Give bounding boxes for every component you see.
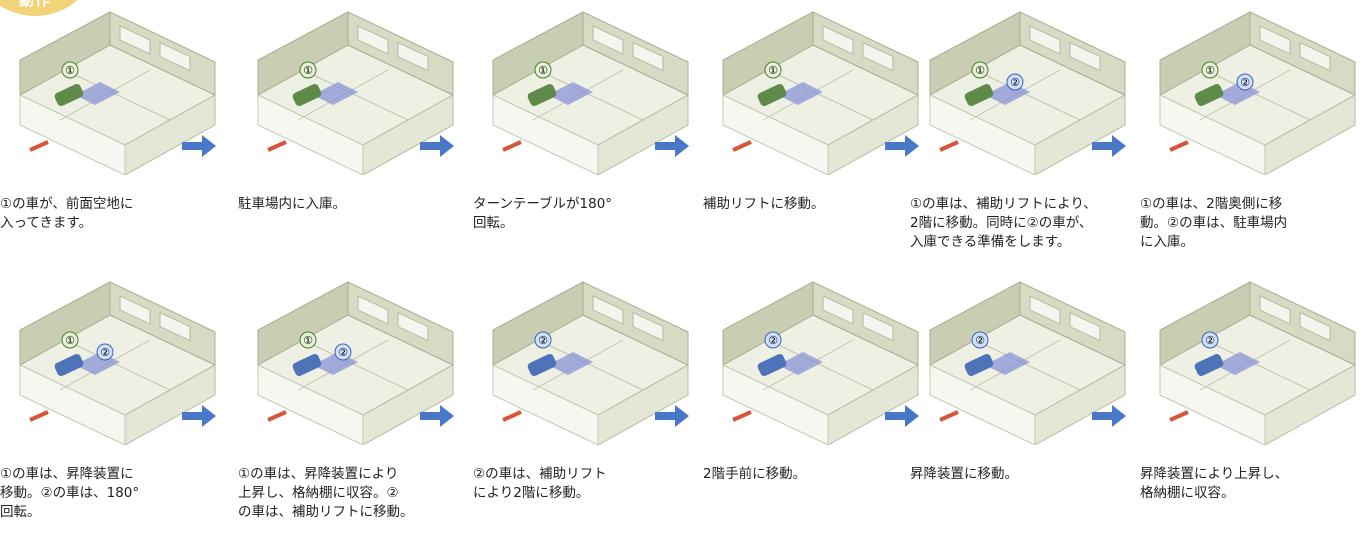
car-number-marker	[764, 61, 782, 79]
car-number-marker	[971, 331, 989, 349]
car-number-label: ②	[768, 334, 778, 347]
car-number-label: ②	[1240, 76, 1250, 89]
parking-illustration: ①	[491, 11, 690, 175]
car-number-label: ①	[65, 64, 75, 77]
car-number-marker	[971, 61, 989, 79]
car-number-marker	[61, 331, 79, 349]
car-number-marker	[299, 331, 317, 349]
car-number-marker	[534, 331, 552, 349]
car-number-marker	[1236, 73, 1254, 91]
car-number-marker	[534, 61, 552, 79]
step-caption: 駐車場内に入庫。	[238, 196, 346, 212]
step-11: ② 昇降装置に移動。	[910, 270, 1135, 530]
step-caption: ①の車は、2階奥側に移 動。②の車は、駐車場内 に入庫。	[1140, 196, 1288, 250]
car-number-marker	[299, 61, 317, 79]
parking-illustration: ②	[928, 281, 1127, 445]
step-caption: ①の車が、前面空地に 入ってきます。	[0, 196, 134, 231]
car-number-label: ①	[303, 64, 313, 77]
parking-illustration: ②	[721, 281, 920, 445]
step-1: ① ①の車が、前面空地に 入ってきます。	[0, 0, 225, 260]
parking-illustration: ①②	[928, 11, 1127, 175]
car-number-label: ②	[100, 346, 110, 359]
parking-illustration: ①②	[256, 281, 455, 445]
car-number-marker	[334, 343, 352, 361]
step-caption: 昇降装置により上昇し、 格納棚に収容。	[1140, 466, 1289, 501]
car-number-marker	[1201, 61, 1219, 79]
next-step-arrow-icon	[182, 405, 216, 427]
step-9: ② ②の車は、補助リフト により2階に移動。	[473, 270, 698, 530]
car-number-label: ①	[303, 334, 313, 347]
step-caption: ①の車は、昇降装置により 上昇し、格納棚に収容。② の車は、補助リフトに移動。	[238, 466, 414, 520]
next-step-arrow-icon	[420, 135, 454, 157]
step-caption: ②の車は、補助リフト により2階に移動。	[473, 466, 607, 501]
step-10: ② 2階手前に移動。	[703, 270, 928, 530]
car-number-label: ②	[1205, 334, 1215, 347]
car-number-marker	[96, 343, 114, 361]
step-caption: ①の車は、補助リフトにより、 2階に移動。同時に②の車が、 入庫できる準備をしま…	[910, 196, 1097, 250]
car-number-label: ②	[1010, 76, 1020, 89]
parking-illustration: ②	[491, 281, 690, 445]
step-2: ① 駐車場内に入庫。	[238, 0, 463, 260]
step-4: ① 補助リフトに移動。	[703, 0, 928, 260]
car-number-label: ①	[65, 334, 75, 347]
car-number-marker	[764, 331, 782, 349]
car-number-label: ②	[338, 346, 348, 359]
car-number-label: ②	[975, 334, 985, 347]
next-step-arrow-icon	[655, 135, 689, 157]
badge-label: 動作	[18, 0, 51, 9]
step-caption: ①の車は、昇降装置に 移動。②の車は、180° 回転。	[0, 466, 140, 520]
step-12: ② 昇降装置により上昇し、 格納棚に収容。	[1140, 270, 1365, 530]
step-caption: 補助リフトに移動。	[703, 196, 825, 212]
step-caption: 昇降装置に移動。	[910, 466, 1018, 482]
car-number-label: ①	[1205, 64, 1215, 77]
parking-illustration: ①②	[1158, 11, 1357, 175]
step-caption: 2階手前に移動。	[703, 466, 807, 482]
next-step-arrow-icon	[885, 135, 919, 157]
car-number-marker	[1201, 331, 1219, 349]
car-number-label: ①	[768, 64, 778, 77]
step-3: ① ターンテーブルが180° 回転。	[473, 0, 698, 260]
parking-illustration: ①	[256, 11, 455, 175]
next-step-arrow-icon	[1092, 405, 1126, 427]
next-step-arrow-icon	[182, 135, 216, 157]
parking-illustration: ②	[1158, 281, 1357, 445]
next-step-arrow-icon	[885, 405, 919, 427]
next-step-arrow-icon	[655, 405, 689, 427]
next-step-arrow-icon	[1092, 135, 1126, 157]
car-number-label: ②	[538, 334, 548, 347]
step-caption: ターンテーブルが180° 回転。	[473, 196, 613, 231]
car-number-marker	[61, 61, 79, 79]
car-number-marker	[1006, 73, 1024, 91]
car-number-label: ①	[538, 64, 548, 77]
parking-illustration: ①	[721, 11, 920, 175]
parking-illustration: ①②	[18, 281, 217, 445]
car-number-label: ①	[975, 64, 985, 77]
next-step-arrow-icon	[420, 405, 454, 427]
parking-illustration: ①	[18, 11, 217, 175]
